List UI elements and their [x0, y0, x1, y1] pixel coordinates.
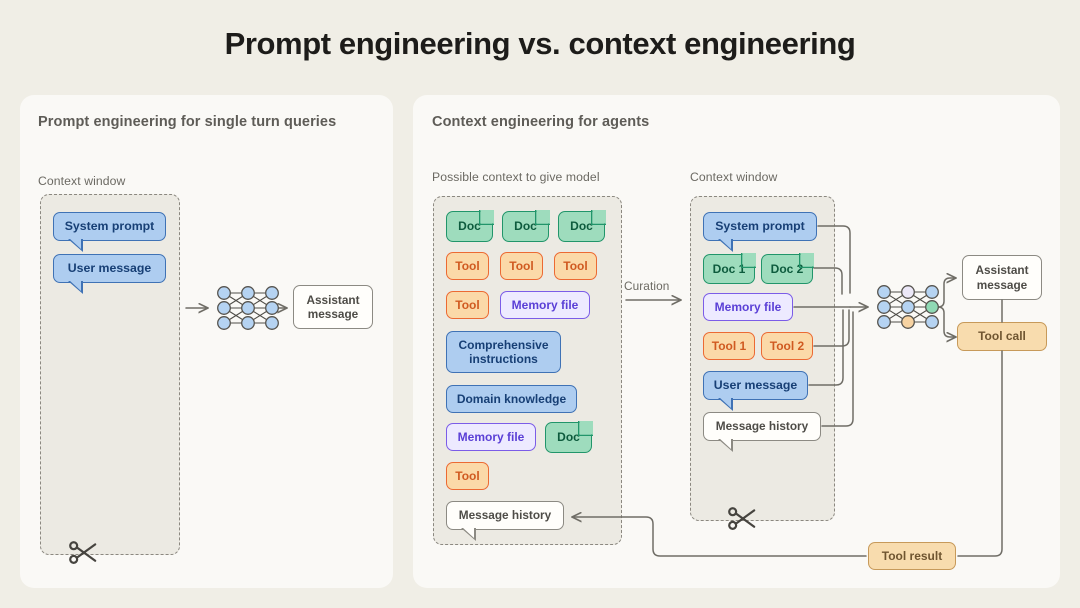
- card-tool-5[interactable]: Tool: [446, 462, 489, 490]
- card-tool-result[interactable]: Tool result: [868, 542, 956, 570]
- bubble-tail: [68, 238, 84, 253]
- card-label: Doc: [570, 219, 593, 234]
- card-label: Tool: [455, 297, 480, 312]
- card-label: Assistant message: [306, 292, 360, 321]
- card-tool-call[interactable]: Tool call: [957, 322, 1047, 351]
- card-label: Doc: [557, 430, 580, 445]
- card-tool-2-ctx[interactable]: Tool 2: [761, 332, 813, 360]
- card-domain-knowledge[interactable]: Domain knowledge: [446, 385, 577, 413]
- card-message-history-possible[interactable]: Message history: [446, 501, 564, 541]
- card-doc-2[interactable]: Doc: [502, 210, 550, 242]
- card-memory-file-2[interactable]: Memory file: [446, 423, 536, 451]
- card-label: Doc 1: [712, 261, 746, 276]
- card-label: Message history: [715, 419, 809, 434]
- folded-corner-icon: [740, 253, 756, 269]
- card-user-message-left[interactable]: User message: [53, 254, 166, 294]
- card-label: Comprehensive instructions: [458, 337, 549, 366]
- card-user-message-ctx[interactable]: User message: [703, 371, 808, 411]
- card-label: System prompt: [715, 219, 805, 234]
- card-doc-4[interactable]: Doc: [545, 421, 593, 453]
- folded-corner-icon: [590, 210, 606, 226]
- card-label: User message: [67, 261, 152, 276]
- folded-corner-icon: [534, 210, 550, 226]
- bubble-tail: [718, 238, 734, 253]
- context-window-label-left: Context window: [38, 174, 126, 188]
- card-assistant-message-left: Assistant message: [293, 285, 373, 329]
- card-message-history-ctx[interactable]: Message history: [703, 412, 821, 452]
- card-label: Assistant message: [975, 263, 1029, 292]
- card-label: Domain knowledge: [456, 391, 567, 406]
- curation-label: Curation: [624, 279, 670, 293]
- card-label: Tool result: [881, 548, 943, 563]
- card-memory-file-1[interactable]: Memory file: [500, 291, 590, 319]
- card-label: Tool: [455, 468, 480, 483]
- folded-corner-icon: [798, 253, 814, 269]
- card-label: Memory file: [511, 297, 579, 312]
- folded-corner-icon: [577, 421, 593, 437]
- context-window-left: [40, 194, 180, 555]
- context-window-label-right: Context window: [690, 170, 778, 184]
- bubble-tail: [461, 527, 477, 542]
- card-doc-1[interactable]: Doc: [446, 210, 494, 242]
- card-tool-3[interactable]: Tool: [554, 252, 597, 280]
- neural-network-icon-right: [876, 284, 924, 332]
- possible-context-label: Possible context to give model: [432, 170, 600, 184]
- panel-title-left: Prompt engineering for single turn queri…: [38, 114, 337, 130]
- card-label: Doc 2: [770, 261, 804, 276]
- neural-network-icon-left: [216, 285, 264, 333]
- card-label: Doc: [458, 219, 481, 234]
- card-doc-2-ctx[interactable]: Doc 2: [761, 253, 814, 284]
- card-label: Memory file: [457, 429, 525, 444]
- card-label: Tool: [563, 258, 588, 273]
- card-memory-file-ctx[interactable]: Memory file: [703, 293, 793, 321]
- card-label: Tool 1: [711, 338, 747, 353]
- card-comprehensive-instructions[interactable]: Comprehensive instructions: [446, 331, 561, 373]
- card-assistant-message-right: Assistant message: [962, 255, 1042, 300]
- card-label: Doc: [514, 219, 537, 234]
- bubble-tail: [68, 280, 84, 295]
- card-label: Tool: [509, 258, 534, 273]
- card-label: Tool: [455, 258, 480, 273]
- card-label: Message history: [458, 508, 552, 523]
- card-label: Memory file: [714, 299, 782, 314]
- card-system-prompt-left[interactable]: System prompt: [53, 212, 166, 252]
- card-label: Tool 2: [769, 338, 805, 353]
- card-system-prompt-right[interactable]: System prompt: [703, 212, 817, 252]
- card-label: User message: [713, 378, 798, 393]
- bubble-tail: [718, 397, 734, 412]
- card-doc-1-ctx[interactable]: Doc 1: [703, 253, 756, 284]
- card-tool-2[interactable]: Tool: [500, 252, 543, 280]
- folded-corner-icon: [478, 210, 494, 226]
- card-tool-1-ctx[interactable]: Tool 1: [703, 332, 755, 360]
- card-tool-4[interactable]: Tool: [446, 291, 489, 319]
- card-label: System prompt: [64, 219, 155, 234]
- card-doc-3[interactable]: Doc: [558, 210, 606, 242]
- card-tool-1[interactable]: Tool: [446, 252, 489, 280]
- card-label: Tool call: [978, 329, 1026, 344]
- bubble-tail: [718, 438, 734, 453]
- page-title: Prompt engineering vs. context engineeri…: [224, 26, 856, 61]
- panel-title-right: Context engineering for agents: [432, 114, 650, 130]
